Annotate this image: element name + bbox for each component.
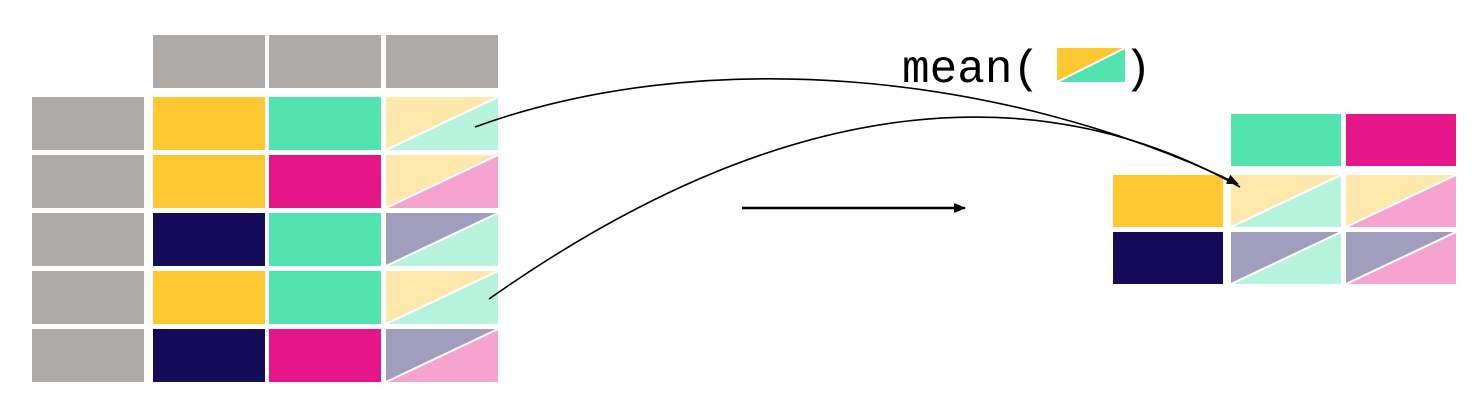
result-mean-cell (1230, 231, 1342, 285)
formula-suffix: ) (1124, 44, 1152, 96)
source-key-cell (153, 271, 265, 324)
source-value-cell (269, 213, 381, 266)
result-mean-cell (1230, 174, 1342, 228)
source-key-cell (153, 97, 265, 150)
formula-prefix: mean( (902, 44, 1040, 96)
source-header-cell (386, 35, 498, 88)
result-mean-cell-divider (1230, 174, 1342, 228)
source-header-cell (269, 35, 381, 88)
source-row-label-cell (32, 329, 144, 382)
source-value-cell (269, 271, 381, 324)
source-row-label-cell (32, 97, 144, 150)
source-value-cell (269, 329, 381, 382)
source-pair-cell (385, 328, 499, 383)
result-mean-cell (1345, 231, 1457, 285)
source-key-cell (153, 213, 265, 266)
source-pair-cell (385, 212, 499, 267)
source-pair-cell (385, 96, 499, 151)
source-pair-cell (385, 154, 499, 209)
source-key-cell (153, 329, 265, 382)
result-header-cell (1231, 114, 1341, 166)
source-row-label-cell (32, 213, 144, 266)
result-mean-cell (1345, 174, 1457, 228)
source-row-label-cell (32, 271, 144, 324)
curve-arrow-lower (488, 116, 1241, 300)
source-pair-cell-divider (385, 328, 499, 383)
source-pair-cell-divider (385, 212, 499, 267)
result-mean-cell-divider (1230, 231, 1342, 285)
source-table (32, 35, 499, 383)
source-pair-cell-divider (385, 154, 499, 209)
formula-swatch-icon (1056, 47, 1126, 83)
source-pair-cell-divider (385, 270, 499, 325)
result-header-cell (1346, 114, 1456, 166)
result-mean-cell-divider (1345, 174, 1457, 228)
source-pair-cell-divider (385, 96, 499, 151)
source-value-cell (269, 97, 381, 150)
result-table (1113, 114, 1457, 285)
source-key-cell (153, 155, 265, 208)
source-value-cell (269, 155, 381, 208)
formula-swatch-divider (1056, 47, 1126, 83)
source-pair-cell (385, 270, 499, 325)
source-row-label-cell (32, 155, 144, 208)
result-key-cell (1113, 175, 1223, 227)
result-mean-cell-divider (1345, 231, 1457, 285)
result-key-cell (1113, 232, 1223, 284)
source-header-cell (153, 35, 265, 88)
